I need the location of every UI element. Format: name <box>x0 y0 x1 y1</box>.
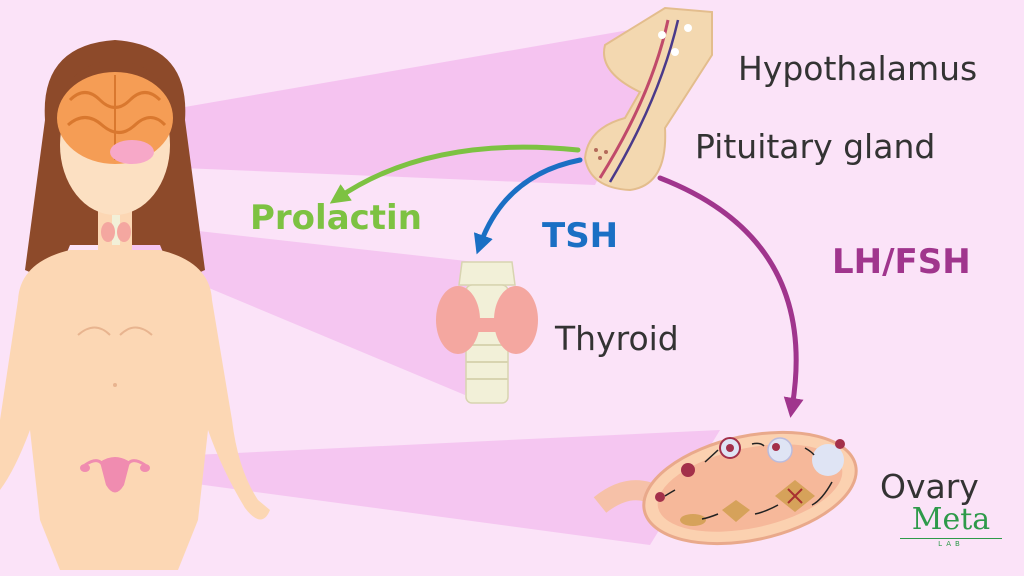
meta-lab-logo: Meta LAB <box>900 505 1002 548</box>
pituitary-gland-label: Pituitary gland <box>695 127 936 166</box>
tsh-label: TSH <box>542 216 619 256</box>
figure-thyroid <box>101 215 131 245</box>
figure-uterus <box>80 457 150 493</box>
ovary-illustration <box>593 430 858 546</box>
hypothalamus-pituitary-illustration <box>583 6 713 192</box>
lh-fsh-arrow <box>657 175 804 418</box>
lh-fsh-label: LH/FSH <box>832 242 971 282</box>
hypothalamus-label: Hypothalamus <box>738 49 978 88</box>
prolactin-label: Prolactin <box>250 198 422 238</box>
thyroid-label: Thyroid <box>555 319 679 358</box>
thyroid-projection-beam <box>118 222 475 395</box>
logo-subtitle: LAB <box>900 538 1002 548</box>
ovary-label: Ovary <box>880 467 979 506</box>
thyroid-illustration <box>436 261 538 404</box>
tsh-arrow <box>473 157 583 255</box>
brain-illustration <box>57 72 173 164</box>
logo-wordmark: Meta <box>911 502 991 537</box>
ovary-projection-beam <box>130 430 720 545</box>
prolactin-arrow <box>329 144 581 204</box>
brain-projection-beam <box>110 22 675 185</box>
